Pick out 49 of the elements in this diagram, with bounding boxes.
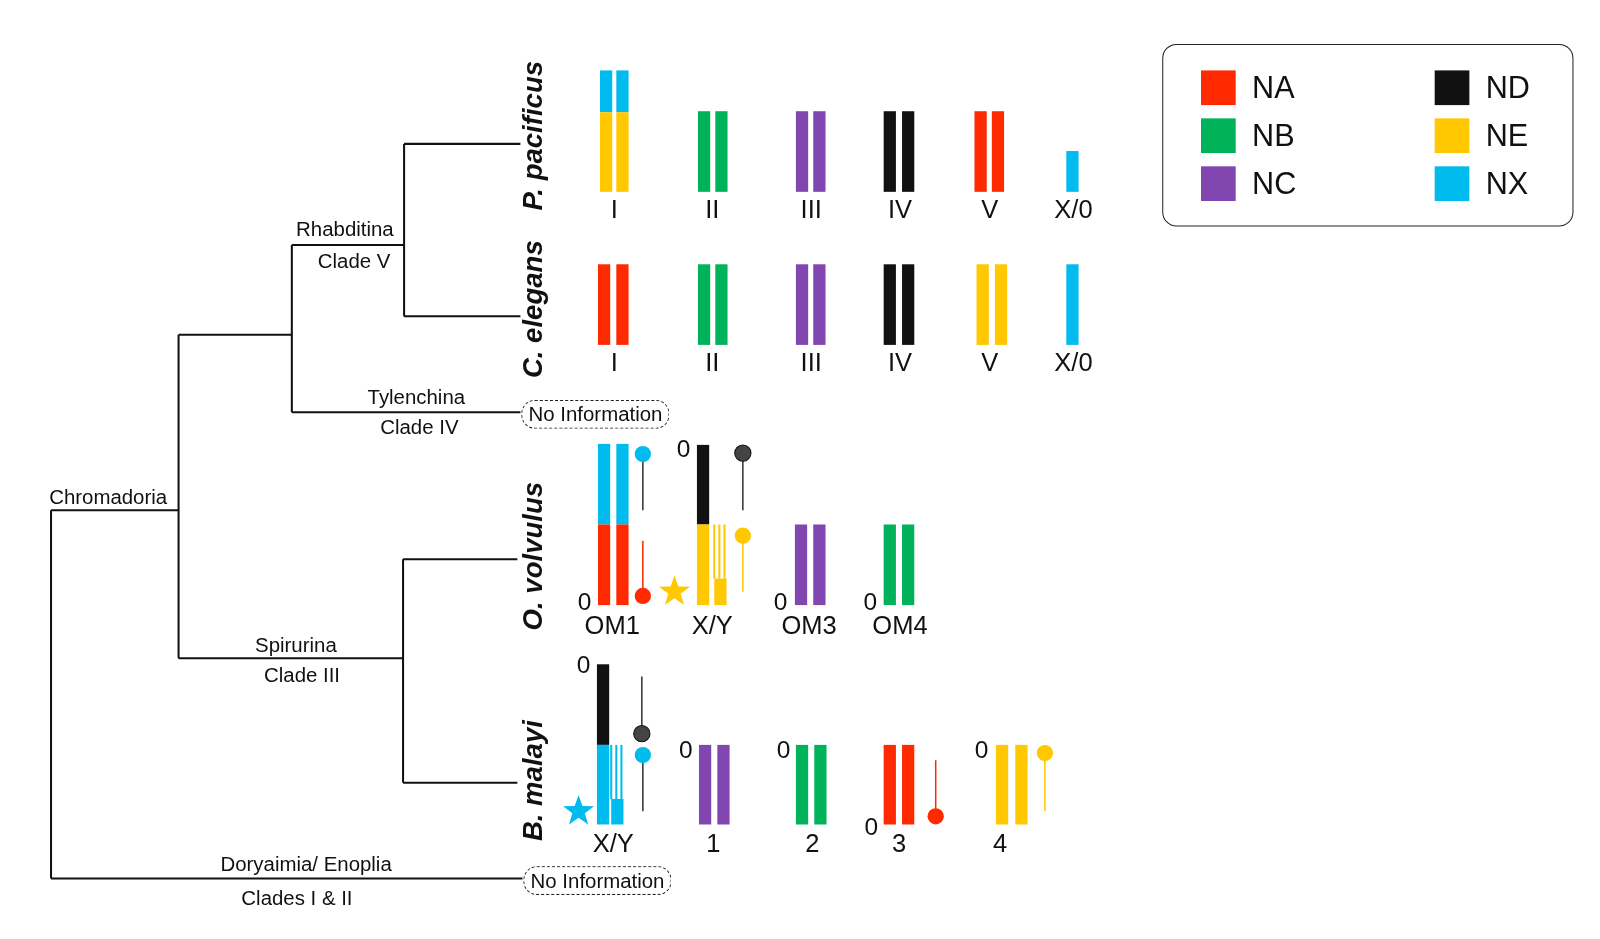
chromosome-label: X/Y: [592, 830, 634, 856]
chromosome-label: V: [981, 349, 999, 375]
legend-label: ND: [1485, 72, 1530, 104]
chromosome-label: OM1: [584, 612, 640, 639]
species-name: O. volvulus: [519, 481, 548, 631]
clade-label: Chromadoria: [49, 486, 168, 508]
scale-zero-mark: 0: [776, 737, 791, 763]
clade-label: Clade IV: [380, 416, 459, 437]
chromosome-label: 4: [992, 830, 1008, 856]
scale-zero-mark: 0: [863, 589, 878, 615]
clade-label: Tylenchina: [367, 386, 466, 408]
clade-label: Rhabditina: [296, 218, 394, 239]
clade-label: Clade III: [264, 664, 341, 685]
chromosome-label: X/0: [1054, 349, 1093, 375]
scale-zero-mark: 0: [974, 737, 989, 763]
chromosome-label: OM3: [781, 612, 837, 639]
species-name: P. pacificus: [519, 60, 548, 211]
clade-label: Clade V: [317, 251, 391, 272]
species-name: C. elegans: [519, 240, 548, 379]
chromosome-label: III: [800, 349, 822, 375]
scale-zero-mark: 0: [773, 589, 788, 615]
chromosome-label: II: [705, 196, 720, 222]
chromosome-label: IV: [887, 349, 913, 375]
scale-zero-mark: 0: [864, 814, 879, 839]
chromosome-label: I: [610, 196, 618, 222]
species-name: B. malayi: [519, 720, 548, 842]
legend-label: NC: [1252, 168, 1297, 199]
chromosome-label: X/Y: [691, 612, 733, 639]
chromosome-label: I: [610, 349, 618, 375]
chromosome-label: 2: [805, 830, 820, 856]
chromosome-label: III: [800, 196, 822, 222]
scale-zero-mark: 0: [577, 589, 592, 615]
chromosome-label: IV: [887, 196, 913, 222]
chromosome-label: V: [981, 196, 999, 222]
chromosome-label: OM4: [872, 612, 928, 639]
clade-label: Spirurina: [255, 634, 337, 656]
legend-label: NB: [1252, 120, 1295, 151]
clade-label: Doryaimia/ Enoplia: [220, 854, 392, 875]
scale-zero-mark: 0: [576, 653, 591, 678]
legend-label: NX: [1485, 168, 1529, 199]
chromosome-label: X/0: [1054, 196, 1093, 222]
scale-zero-mark: 0: [678, 737, 693, 763]
chromosome-label: 1: [706, 830, 721, 856]
legend-label: NA: [1252, 72, 1295, 104]
legend-label: NE: [1485, 120, 1529, 151]
clade-label: Clades I & II: [241, 887, 353, 909]
chromosome-label: II: [705, 349, 720, 375]
chromosome-label: 3: [891, 830, 907, 856]
scale-zero-mark: 0: [676, 436, 691, 462]
